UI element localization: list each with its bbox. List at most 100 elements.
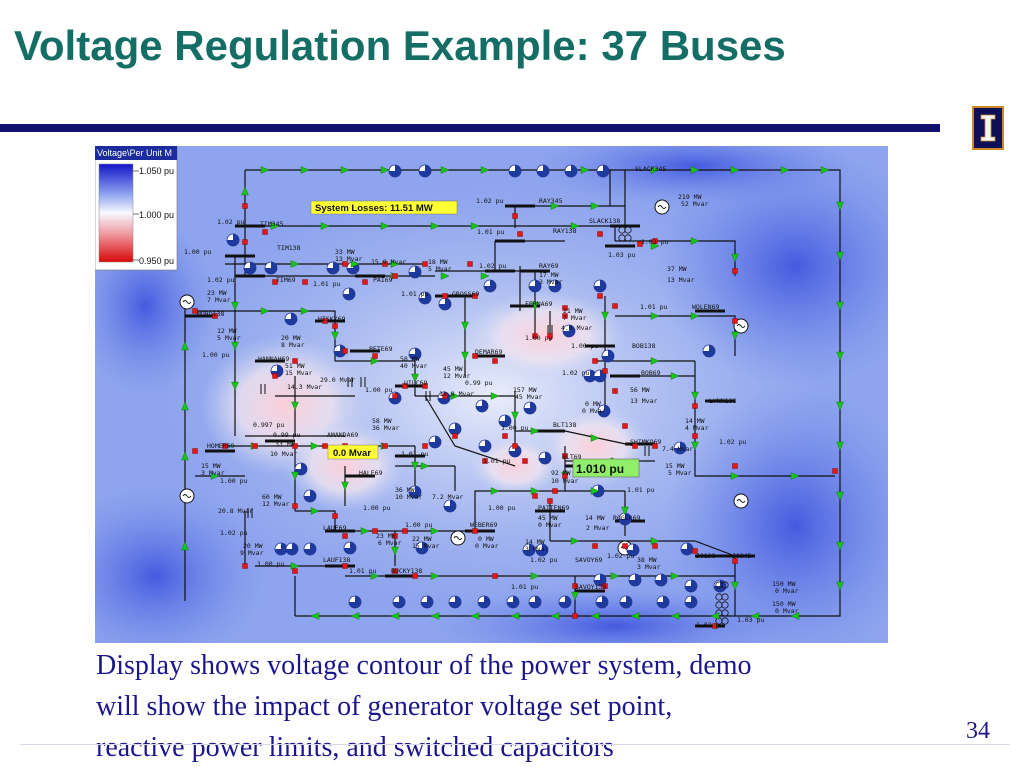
breaker[interactable] [222, 443, 228, 449]
breaker[interactable] [622, 423, 628, 429]
flow-arrow [390, 260, 400, 268]
breaker[interactable] [322, 318, 328, 324]
breaker[interactable] [452, 433, 458, 439]
breaker[interactable] [562, 305, 568, 311]
flow-arrow-head [430, 612, 440, 620]
flow-arrow [570, 222, 580, 230]
breaker[interactable] [292, 503, 298, 509]
breaker[interactable] [342, 261, 348, 267]
breaker[interactable] [732, 268, 738, 274]
breaker[interactable] [252, 443, 258, 449]
breaker[interactable] [572, 613, 578, 619]
breaker[interactable] [392, 533, 398, 539]
breaker[interactable] [482, 458, 488, 464]
breaker[interactable] [392, 393, 398, 399]
breaker[interactable] [292, 568, 298, 574]
breaker[interactable] [262, 229, 268, 235]
breaker[interactable] [372, 528, 378, 534]
breaker[interactable] [597, 293, 603, 299]
breaker[interactable] [522, 458, 528, 464]
breaker[interactable] [602, 368, 608, 374]
flow-arrow [290, 562, 300, 570]
breaker[interactable] [562, 453, 568, 459]
breaker[interactable] [562, 473, 568, 479]
breaker[interactable] [692, 403, 698, 409]
breaker[interactable] [332, 323, 338, 329]
breaker[interactable] [242, 239, 248, 245]
breaker[interactable] [322, 443, 328, 449]
breaker[interactable] [517, 231, 523, 237]
breaker[interactable] [637, 241, 643, 247]
breaker[interactable] [712, 623, 718, 629]
breaker[interactable] [732, 558, 738, 564]
breaker[interactable] [467, 261, 473, 267]
breaker[interactable] [492, 358, 498, 364]
breaker[interactable] [692, 548, 698, 554]
breaker[interactable] [402, 528, 408, 534]
breaker[interactable] [302, 279, 308, 285]
voltage-setpoint-box[interactable]: 1.010 pu [572, 458, 640, 478]
breaker[interactable] [332, 513, 338, 519]
breaker[interactable] [292, 443, 298, 449]
breaker[interactable] [652, 443, 658, 449]
breaker[interactable] [422, 383, 428, 389]
breaker[interactable] [512, 213, 518, 219]
breaker[interactable] [472, 353, 478, 359]
power-system-diagram[interactable]: Voltage\Per Unit M 1.050 pu 1.000 pu 0.9… [95, 146, 888, 643]
breaker[interactable] [597, 231, 603, 237]
breaker[interactable] [592, 358, 598, 364]
breaker[interactable] [532, 333, 538, 339]
flow-arrow-head [750, 612, 760, 620]
breaker[interactable] [612, 303, 618, 309]
breaker[interactable] [562, 313, 568, 319]
breaker[interactable] [472, 293, 478, 299]
breaker[interactable] [242, 203, 248, 209]
breaker[interactable] [612, 388, 618, 394]
bus-label: 10 Mvar [395, 493, 422, 501]
breaker[interactable] [192, 448, 198, 454]
breaker[interactable] [832, 468, 838, 474]
breaker[interactable] [402, 383, 408, 389]
breaker[interactable] [547, 498, 553, 504]
breaker[interactable] [442, 393, 448, 399]
breaker[interactable] [242, 563, 248, 569]
capacitor-mvar-box[interactable]: 0.0 Mvar [327, 444, 379, 460]
breaker[interactable] [382, 443, 388, 449]
breaker[interactable] [372, 353, 378, 359]
breaker[interactable] [652, 238, 658, 244]
breaker[interactable] [622, 543, 628, 549]
breaker[interactable] [532, 493, 538, 499]
breaker[interactable] [552, 488, 558, 494]
breaker[interactable] [422, 261, 428, 267]
breaker[interactable] [652, 543, 658, 549]
breaker[interactable] [547, 333, 553, 339]
breaker[interactable] [572, 583, 578, 589]
flow-arrow [291, 401, 299, 411]
breakers[interactable] [192, 203, 838, 629]
breaker[interactable] [502, 433, 508, 439]
breaker[interactable] [732, 318, 738, 324]
breaker[interactable] [472, 528, 478, 534]
breaker[interactable] [272, 279, 278, 285]
breaker[interactable] [382, 261, 388, 267]
breaker[interactable] [392, 568, 398, 574]
breaker[interactable] [422, 443, 428, 449]
breaker[interactable] [692, 433, 698, 439]
breaker[interactable] [602, 583, 608, 589]
breaker[interactable] [392, 273, 398, 279]
breaker[interactable] [492, 573, 498, 579]
breaker[interactable] [592, 543, 598, 549]
breaker[interactable] [412, 573, 418, 579]
breaker[interactable] [192, 308, 198, 314]
breaker[interactable] [342, 563, 348, 569]
breaker[interactable] [362, 279, 368, 285]
breaker[interactable] [212, 313, 218, 319]
breaker[interactable] [512, 443, 518, 449]
breaker[interactable] [292, 358, 298, 364]
breaker[interactable] [342, 348, 348, 354]
breaker[interactable] [272, 373, 278, 379]
breaker[interactable] [732, 463, 738, 469]
breaker[interactable] [342, 533, 348, 539]
breaker[interactable] [442, 293, 448, 299]
breaker[interactable] [632, 443, 638, 449]
